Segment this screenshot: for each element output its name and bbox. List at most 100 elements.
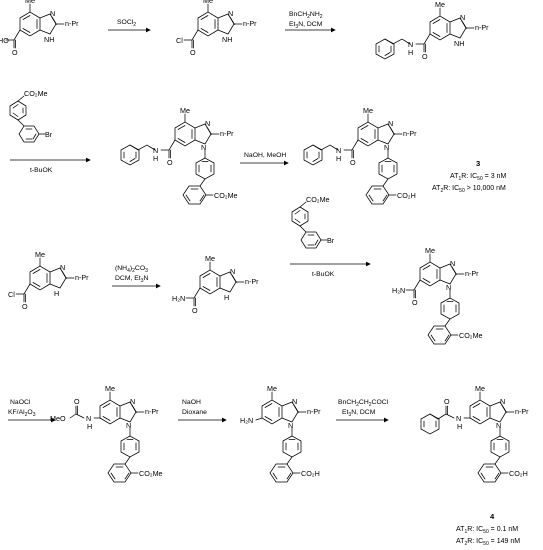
atom-me: Me xyxy=(25,0,35,5)
svg-text:KF/Al2O3: KF/Al2O3 xyxy=(8,409,36,418)
svg-text:Me: Me xyxy=(425,246,435,255)
arrow-step-deprotection: NaOH Dioxane xyxy=(178,399,227,423)
svg-text:CO₂Me: CO₂Me xyxy=(459,331,483,340)
compound-ester-amide: Me n-Pr N N N H O CO₂Me xyxy=(120,106,238,205)
svg-text:N: N xyxy=(288,421,293,430)
compound-4-label: 4 xyxy=(490,512,495,521)
atom-n: N xyxy=(50,9,55,18)
svg-text:O: O xyxy=(412,298,418,307)
svg-text:Me: Me xyxy=(203,0,213,5)
svg-text:O: O xyxy=(350,158,356,167)
atom-ho: HO xyxy=(0,36,9,45)
svg-text:n-Pr: n-Pr xyxy=(75,273,89,282)
compound-acid-chloride: Me n-Pr N NH Cl O xyxy=(176,0,257,57)
compound-3: Me n-Pr N N N H O CO₂H xyxy=(303,106,417,205)
svg-text:Et3N, DCM: Et3N, DCM xyxy=(342,409,376,418)
svg-text:N: N xyxy=(60,263,65,272)
svg-text:CO₂H: CO₂H xyxy=(509,469,528,478)
svg-text:Dioxane: Dioxane xyxy=(182,409,207,416)
svg-text:t-BuOK: t-BuOK xyxy=(312,271,335,278)
atom-nh: NH xyxy=(44,35,54,44)
compound-amine: Me n-Pr N N H₂N CO₂H xyxy=(240,384,321,483)
svg-text:Me: Me xyxy=(205,254,215,263)
svg-text:CO₂Me: CO₂Me xyxy=(24,89,48,98)
svg-text:O: O xyxy=(444,397,450,406)
svg-text:BnCH2CH2COCl: BnCH2CH2COCl xyxy=(338,399,389,408)
svg-text:n-Pr: n-Pr xyxy=(465,269,479,278)
svg-text:O: O xyxy=(190,48,196,57)
svg-text:N: N xyxy=(292,397,297,406)
arrow-step-alkylation-2: t-BuOK xyxy=(290,261,371,278)
svg-text:CO₂Me: CO₂Me xyxy=(214,191,238,200)
svg-text:n-Pr: n-Pr xyxy=(145,407,159,416)
svg-text:Me: Me xyxy=(180,106,190,115)
svg-text:O: O xyxy=(22,302,28,311)
svg-text:H: H xyxy=(54,289,59,298)
svg-text:n-Pr: n-Pr xyxy=(403,129,417,138)
svg-text:N: N xyxy=(336,146,341,155)
arrow-step-hydrolysis: NaOH, MeOH xyxy=(240,152,289,166)
svg-text:Et3N, DCM: Et3N, DCM xyxy=(289,21,323,30)
svg-text:BnCH2NH2: BnCH2NH2 xyxy=(289,11,323,20)
svg-text:O: O xyxy=(192,306,198,315)
svg-text:H: H xyxy=(87,422,92,431)
row3: Me n-Pr N H Cl O (NH4)2CO3 DCM, Et3N Me … xyxy=(8,195,483,345)
compound-primary-amide: Me n-Pr N H H₂N O xyxy=(172,254,259,315)
row1: Me n-Pr N NH HO O SOCl2 Me n-Pr N NH Cl … xyxy=(0,0,489,61)
atom-o: O xyxy=(12,48,18,57)
svg-text:Me: Me xyxy=(35,250,45,259)
svg-text:CO₂H: CO₂H xyxy=(301,469,320,478)
svg-text:H₂N: H₂N xyxy=(172,294,185,303)
svg-text:Me: Me xyxy=(363,106,373,115)
svg-text:H: H xyxy=(153,154,158,163)
compound-acid: Me n-Pr N NH HO O xyxy=(0,0,79,57)
svg-text:N: N xyxy=(205,119,210,128)
svg-text:Cl: Cl xyxy=(8,290,15,299)
svg-text:N: N xyxy=(408,40,413,49)
svg-text:n-Pr: n-Pr xyxy=(475,23,489,32)
svg-text:N: N xyxy=(460,13,465,22)
compound-acid-chloride-2: Me n-Pr N H Cl O xyxy=(8,250,89,311)
svg-text:N: N xyxy=(446,283,451,292)
svg-text:Me: Me xyxy=(435,0,445,9)
arrow-step-acylation: BnCH2CH2COCl Et3N, DCM xyxy=(336,399,389,423)
reagent-bromide-2: CO₂Me Br xyxy=(291,195,335,249)
arrow-step-hofmann: NaOCl KF/Al2O3 xyxy=(8,399,56,423)
svg-text:Br: Br xyxy=(327,236,335,245)
svg-text:Me: Me xyxy=(105,384,115,393)
svg-text:NH: NH xyxy=(222,35,232,44)
svg-text:Me: Me xyxy=(475,384,485,393)
svg-text:N: N xyxy=(126,421,131,430)
svg-text:n-Pr: n-Pr xyxy=(245,277,259,286)
compound-4: Me n-Pr N N N H O CO₂H xyxy=(420,384,529,483)
svg-text:Cl: Cl xyxy=(176,36,183,45)
row2: CO₂Me Br t-BuOK Me n-Pr N N N H O CO₂Me … xyxy=(9,89,506,205)
arrow-step-alkylation: t-BuOK xyxy=(10,157,91,174)
svg-text:N: N xyxy=(456,414,461,423)
svg-text:N: N xyxy=(450,259,455,268)
compound-3-at1: AT1R: IC50 = 3 nM xyxy=(450,173,506,182)
compound-carbamate: Me n-Pr N N N H O MeO CO₂Me xyxy=(50,384,163,483)
svg-text:O: O xyxy=(74,397,80,406)
compound-4-at1: AT1R: IC50 = 0.1 nM xyxy=(456,526,518,535)
svg-text:N: N xyxy=(130,397,135,406)
svg-text:N: N xyxy=(228,9,233,18)
svg-text:H: H xyxy=(457,422,462,431)
compound-3-activity: 3 AT1R: IC50 = 3 nM AT2R: IC50 > 10,000 … xyxy=(432,159,506,194)
svg-text:H₂N: H₂N xyxy=(240,416,253,425)
svg-text:O: O xyxy=(422,52,428,61)
svg-text:N: N xyxy=(201,143,206,152)
svg-text:H: H xyxy=(336,154,341,163)
svg-text:N: N xyxy=(153,146,158,155)
svg-text:N: N xyxy=(496,421,501,430)
compound-3-label: 3 xyxy=(476,159,480,168)
svg-text:N: N xyxy=(384,143,389,152)
svg-text:n-Pr: n-Pr xyxy=(220,129,234,138)
row4: NaOCl KF/Al2O3 Me n-Pr N N N H O MeO CO₂… xyxy=(8,384,529,547)
svg-text:H: H xyxy=(408,48,413,57)
svg-text:NaOH: NaOH xyxy=(182,399,201,406)
svg-text:NaOCl: NaOCl xyxy=(10,399,31,406)
svg-text:CO₂H: CO₂H xyxy=(397,191,416,200)
reagent-socl2: SOCl2 xyxy=(117,19,136,28)
